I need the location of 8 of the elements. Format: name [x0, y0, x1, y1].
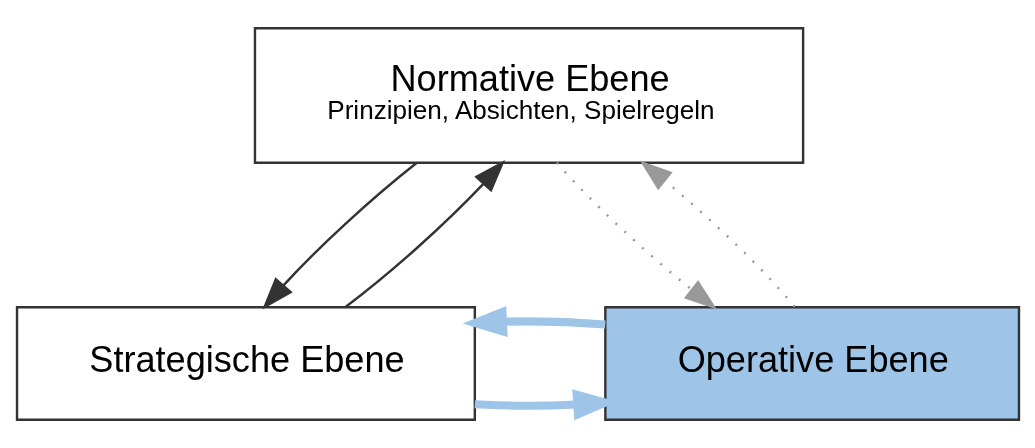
- arrow: [462, 306, 606, 338]
- arrow: [261, 161, 418, 310]
- node-box: Operative Ebene: [603, 306, 1020, 421]
- arrow: [344, 160, 505, 309]
- arrow: [639, 160, 796, 308]
- node-box: Normative Ebene Prinzipien, Absichten, Spielregeln: [253, 27, 804, 164]
- node-box: Strategische Ebene: [15, 306, 476, 421]
- arrow: [555, 161, 717, 310]
